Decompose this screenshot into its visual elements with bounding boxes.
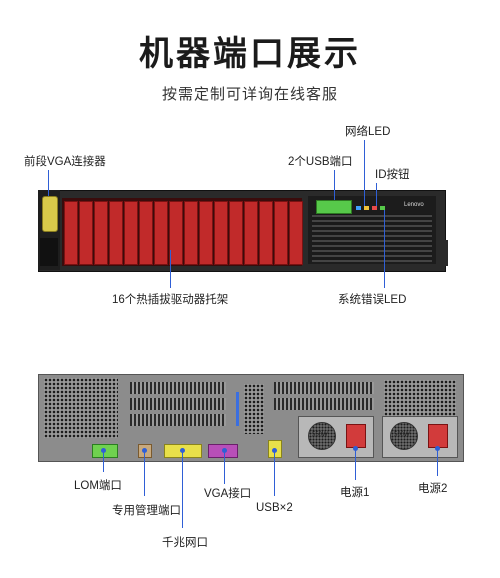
power-led bbox=[380, 206, 385, 210]
label-psu2: 电源2 bbox=[418, 483, 448, 495]
id-button-led bbox=[364, 206, 369, 210]
drive-bay bbox=[94, 201, 108, 265]
callout-line bbox=[437, 450, 438, 476]
right-rack-ear bbox=[440, 240, 448, 266]
callout-line bbox=[355, 450, 356, 480]
network-led bbox=[356, 206, 361, 210]
label-usb2: 2个USB端口 bbox=[288, 156, 353, 168]
callout-line bbox=[376, 183, 377, 206]
blue-release-tab bbox=[236, 392, 239, 426]
page-subtitle: 按需定制可详询在线客服 bbox=[161, 86, 338, 103]
rear-vent-center bbox=[244, 384, 264, 434]
callout-dot bbox=[222, 448, 227, 453]
callout-line bbox=[182, 452, 183, 528]
psu-fan bbox=[390, 422, 418, 450]
page-title: 机器端口展示 bbox=[139, 35, 361, 73]
label-psu1: 电源1 bbox=[340, 487, 370, 499]
lenovo-logo: Lenovo bbox=[404, 202, 424, 208]
label-usb: USB×2 bbox=[256, 502, 293, 514]
psu-fan bbox=[308, 422, 336, 450]
drive-bay bbox=[139, 201, 153, 265]
front-vent-grill bbox=[312, 214, 432, 262]
drive-bay bbox=[199, 201, 213, 265]
label-network-led: 网络LED bbox=[345, 126, 391, 138]
callout-dot bbox=[272, 448, 277, 453]
callout-line bbox=[224, 452, 225, 484]
callout-line bbox=[48, 170, 49, 196]
system-error-led bbox=[372, 206, 377, 210]
label-lom: LOM端口 bbox=[74, 480, 122, 492]
psu-wattage: 550W bbox=[312, 432, 328, 438]
power-socket-1 bbox=[346, 424, 366, 448]
drive-bay bbox=[274, 201, 288, 265]
pcie-slot bbox=[274, 382, 374, 394]
callout-dot bbox=[180, 448, 185, 453]
front-vga-port bbox=[42, 196, 58, 232]
pcie-slot bbox=[274, 398, 374, 410]
callout-line bbox=[364, 140, 365, 206]
callout-line bbox=[334, 170, 335, 200]
thinksystem-badge bbox=[40, 238, 58, 266]
callout-line bbox=[274, 452, 275, 496]
callout-line bbox=[144, 452, 145, 496]
drive-bay bbox=[169, 201, 183, 265]
drive-bay bbox=[289, 201, 303, 265]
drive-bay bbox=[79, 201, 93, 265]
label-error-led: 系统错误LED bbox=[338, 294, 407, 306]
rear-vent-right bbox=[384, 380, 456, 416]
label-mgmt: 专用管理端口 bbox=[112, 505, 181, 517]
drive-bay bbox=[64, 201, 78, 265]
label-vga: VGA接口 bbox=[204, 488, 252, 500]
rear-vent-left bbox=[44, 378, 118, 438]
drive-bay bbox=[244, 201, 258, 265]
drive-bay bbox=[214, 201, 228, 265]
psu-wattage: 500W bbox=[394, 432, 410, 438]
drive-bay bbox=[154, 201, 168, 265]
label-gige: 千兆网口 bbox=[162, 537, 208, 549]
power-socket-2 bbox=[428, 424, 448, 448]
callout-dot bbox=[142, 448, 147, 453]
front-usb-ports bbox=[316, 200, 352, 214]
drive-bay bbox=[259, 201, 273, 265]
label-front-vga: 前段VGA连接器 bbox=[24, 156, 106, 168]
drive-bay bbox=[124, 201, 138, 265]
callout-line bbox=[170, 250, 171, 288]
drive-bay bbox=[229, 201, 243, 265]
label-drive-tray: 16个热插拔驱动器托架 bbox=[112, 294, 229, 306]
drive-bay bbox=[109, 201, 123, 265]
label-id-button: ID按钮 bbox=[375, 169, 410, 181]
pcie-slot bbox=[130, 382, 226, 394]
callout-line bbox=[103, 452, 104, 472]
pcie-slot bbox=[130, 414, 226, 426]
callout-line bbox=[384, 210, 385, 288]
callout-dot bbox=[353, 446, 358, 451]
pcie-slot bbox=[130, 398, 226, 410]
drive-bay bbox=[184, 201, 198, 265]
callout-dot bbox=[435, 446, 440, 451]
callout-dot bbox=[101, 448, 106, 453]
